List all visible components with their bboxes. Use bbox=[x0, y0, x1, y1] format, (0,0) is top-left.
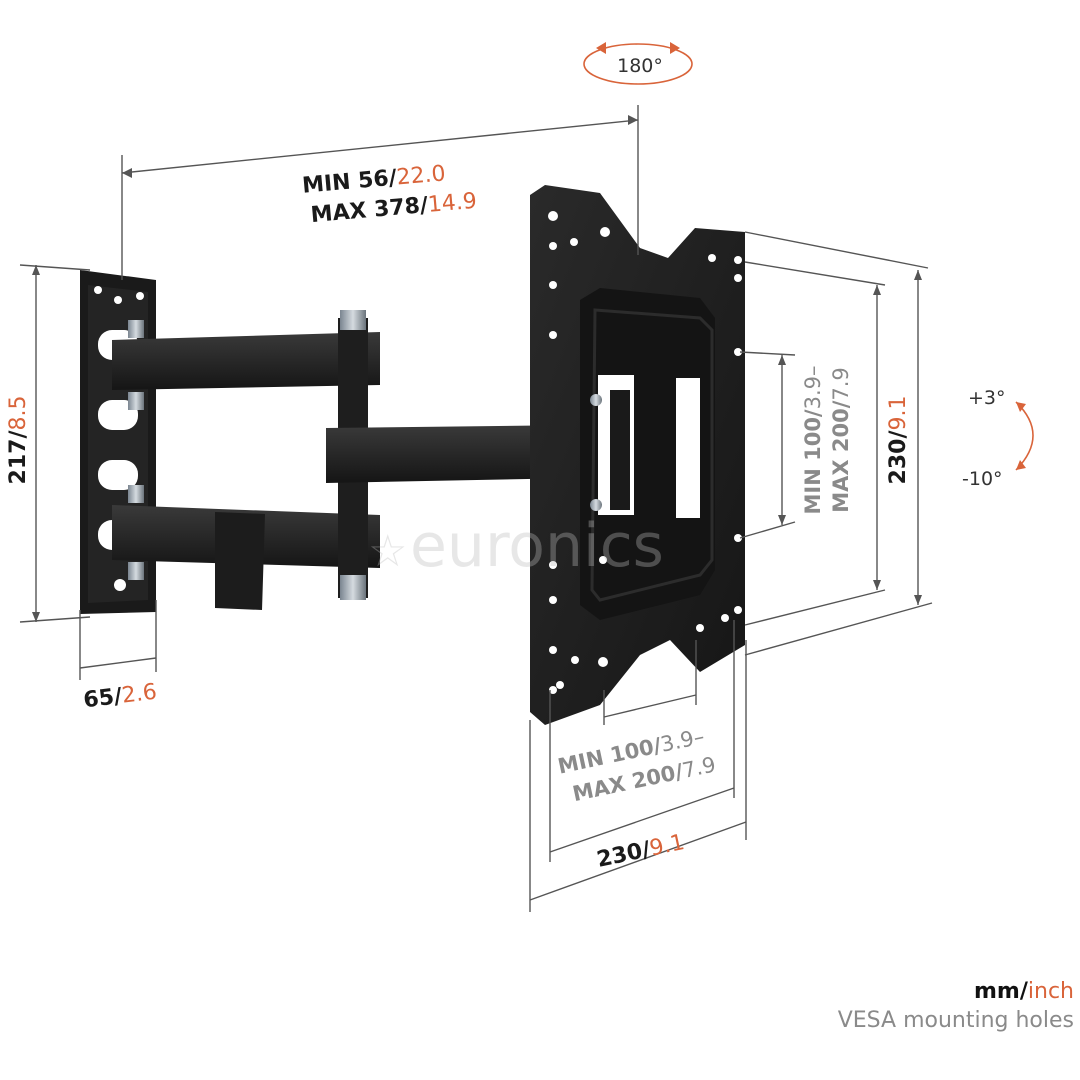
watermark-text: euronics bbox=[410, 511, 664, 581]
wall-plate-width-label: 65/2.6 bbox=[82, 680, 158, 714]
svg-text:MIN 100/3.9–: MIN 100/3.9– bbox=[801, 365, 825, 514]
plate-width-label: 230/9.1 bbox=[595, 830, 687, 873]
swing-arm bbox=[112, 310, 580, 610]
unit-legend-note: VESA mounting holes bbox=[837, 1008, 1074, 1033]
svg-text:230/9.1: 230/9.1 bbox=[595, 830, 687, 873]
unit-legend: mm/inch VESA mounting holes bbox=[838, 978, 1074, 1036]
tilt-down-label: -10° bbox=[962, 468, 1003, 490]
svg-text:217/8.5: 217/8.5 bbox=[6, 396, 31, 485]
dimension-arrows bbox=[32, 115, 922, 622]
watermark: ☆ euronics bbox=[368, 511, 664, 581]
svg-text:MAX 200/7.9: MAX 200/7.9 bbox=[829, 367, 853, 513]
watermark-star-icon: ☆ bbox=[368, 526, 407, 577]
vesa-vertical-label: MIN 100/3.9– MAX 200/7.9 bbox=[801, 365, 853, 514]
svg-text:230/9.1: 230/9.1 bbox=[886, 396, 911, 485]
plate-height-label: 230/9.1 bbox=[886, 396, 911, 485]
dimension-lines bbox=[19, 105, 933, 912]
vesa-horizontal-label: MIN 100/3.9– MAX 200/7.9 bbox=[556, 724, 718, 806]
wall-plate bbox=[80, 270, 156, 614]
tilt-indicator: +3° -10° bbox=[962, 387, 1034, 490]
tilt-up-label: +3° bbox=[968, 387, 1006, 409]
unit-legend-units: mm/inch bbox=[974, 979, 1074, 1004]
wall-plate-height-label: 217/8.5 bbox=[6, 396, 31, 485]
rotation-label: 180° bbox=[617, 55, 663, 77]
rotation-indicator: 180° bbox=[583, 42, 693, 85]
tv-plate bbox=[530, 185, 745, 725]
extension-label: MIN 56/22.0 MAX 378/14.9 bbox=[301, 161, 478, 228]
svg-text:65/2.6: 65/2.6 bbox=[82, 680, 158, 714]
